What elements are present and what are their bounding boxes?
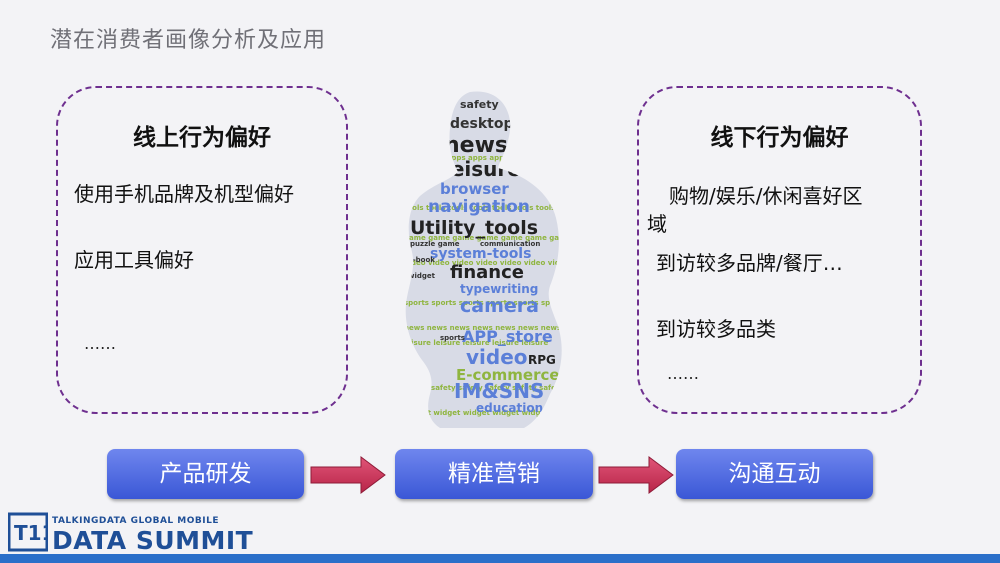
online-ellipsis: …… bbox=[84, 334, 116, 353]
logo-subtitle: TALKINGDATA GLOBAL MOBILE bbox=[52, 516, 219, 526]
cloud-word: system-tools bbox=[430, 246, 531, 262]
cloud-word: APP_store bbox=[462, 327, 553, 346]
offline-ellipsis: …… bbox=[667, 364, 699, 383]
online-item-tools: 应用工具偏好 bbox=[74, 245, 194, 275]
cloud-word: sports bbox=[440, 334, 465, 342]
cloud-word: RPG bbox=[528, 353, 556, 367]
cloud-word: widget bbox=[408, 272, 436, 280]
cloud-word: typewriting bbox=[460, 282, 538, 296]
offline-item-area: 购物/娱乐/休闲喜好区 bbox=[669, 181, 862, 211]
logo-name: DATA SUMMIT bbox=[52, 526, 253, 555]
cloud-word: navigation bbox=[428, 197, 530, 217]
online-heading: 线上行为偏好 bbox=[58, 118, 346, 152]
offline-item-brands: 到访较多品牌/餐厅… bbox=[656, 248, 843, 278]
cloud-word: browser bbox=[440, 180, 509, 198]
cloud-word: leisure bbox=[444, 157, 521, 181]
slide-title: 潜在消费者画像分析及应用 bbox=[50, 22, 326, 54]
footer-bar bbox=[0, 554, 1000, 563]
cloud-word: desktop bbox=[450, 116, 514, 132]
cloud-word: finance bbox=[450, 262, 524, 283]
flow-step-communication: 沟通互动 bbox=[676, 449, 873, 499]
offline-behavior-panel: 线下行为偏好 购物/娱乐/休闲喜好区 域 到访较多品牌/餐厅… 到访较多品类 …… bbox=[637, 86, 922, 414]
svg-text:T11: T11 bbox=[14, 521, 48, 545]
online-item-brand: 使用手机品牌及机型偏好 bbox=[74, 179, 294, 209]
online-behavior-panel: 线上行为偏好 使用手机品牌及机型偏好 应用工具偏好 …… bbox=[56, 86, 348, 414]
flow-arrow-1 bbox=[309, 455, 389, 495]
cloud-word: safety bbox=[460, 98, 499, 111]
flow-step-precision-marketing: 精准营销 bbox=[395, 449, 593, 499]
cloud-word: e-book bbox=[408, 256, 435, 264]
cloud-word: news bbox=[444, 133, 508, 158]
flow-arrow-2 bbox=[597, 455, 677, 495]
cloud-word: camera bbox=[460, 295, 539, 317]
offline-item-area-cont: 域 bbox=[647, 209, 667, 239]
flow-step-product-development: 产品研发 bbox=[107, 449, 304, 499]
cloud-word: education bbox=[476, 401, 543, 415]
word-cloud-silhouette: apps apps apps apps apps apps apps apps … bbox=[400, 90, 570, 430]
offline-heading: 线下行为偏好 bbox=[639, 118, 920, 152]
offline-item-categories: 到访较多品类 bbox=[656, 314, 776, 344]
summit-logo-icon: T11 bbox=[8, 512, 48, 554]
cloud-word: IM&SNS bbox=[454, 379, 544, 403]
cloud-word: Utility_tools bbox=[410, 217, 538, 239]
